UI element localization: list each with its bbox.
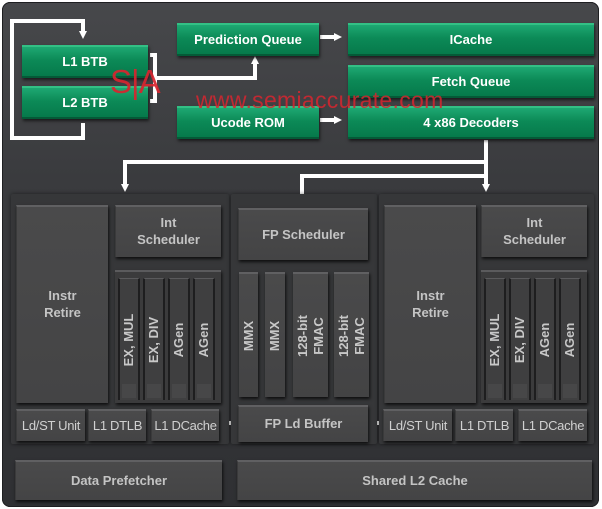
icache-label: ICache bbox=[449, 32, 493, 47]
data-prefetcher: Data Prefetcher bbox=[15, 460, 222, 500]
l2-btb-block: L2 BTB bbox=[22, 86, 148, 119]
ldst-unit-right-label: Ld/ST Unit bbox=[388, 417, 448, 433]
fp-scheduler-label: FP Scheduler bbox=[262, 226, 345, 242]
int-scheduler-right: Int Scheduler bbox=[481, 205, 587, 257]
instr-retire-right: Instr Retire bbox=[384, 205, 476, 403]
instr-retire-left: Instr Retire bbox=[16, 205, 108, 403]
ucode-rom-label: Ucode ROM bbox=[211, 115, 285, 130]
exec-unit-lane: AGen bbox=[168, 278, 190, 400]
fp-scheduler: FP Scheduler bbox=[238, 208, 368, 260]
l1-btb-label: L1 BTB bbox=[62, 54, 108, 69]
data-prefetcher-label: Data Prefetcher bbox=[70, 472, 168, 488]
l1-dcache-left-label: L1 DCache bbox=[154, 417, 217, 433]
exec-unit-lane: EX, DIV bbox=[509, 278, 531, 400]
btb-to-prediction-arrow bbox=[157, 56, 259, 80]
fp-unit-lane: MMX bbox=[265, 272, 285, 397]
shared-l2-cache-label: Shared L2 Cache bbox=[362, 472, 468, 488]
l1-dtlb-left: L1 DTLB bbox=[88, 409, 146, 441]
ucode-rom-block: Ucode ROM bbox=[177, 106, 319, 139]
fp-unit-label: 128-bit FMAC bbox=[294, 314, 326, 357]
l1-btb-block: L1 BTB bbox=[22, 45, 148, 78]
decoders-block: 4 x86 Decoders bbox=[348, 106, 594, 139]
ldst-unit-left: Ld/ST Unit bbox=[16, 409, 85, 441]
instr-retire-left-label: Instr Retire bbox=[44, 288, 81, 320]
exec-unit-label: AGen bbox=[170, 322, 186, 357]
fp-unit-label: MMX bbox=[266, 320, 282, 351]
exec-unit-lane: AGen bbox=[559, 278, 581, 400]
exec-unit-lane: AGen bbox=[534, 278, 556, 400]
int-exec-right: EX, MUL EX, DIV AGen AGen bbox=[481, 270, 587, 403]
fp-unit-lane: 128-bit FMAC bbox=[334, 272, 369, 397]
instr-retire-right-label: Instr Retire bbox=[412, 288, 449, 320]
exec-unit-label: EX, MUL bbox=[486, 313, 502, 366]
prediction-queue-label: Prediction Queue bbox=[194, 32, 302, 47]
l1-dtlb-left-label: L1 DTLB bbox=[92, 417, 143, 433]
ldst-unit-left-label: Ld/ST Unit bbox=[21, 417, 81, 433]
int-scheduler-left: Int Scheduler bbox=[115, 205, 221, 257]
prediction-queue-block: Prediction Queue bbox=[177, 23, 319, 56]
exec-unit-label: AGen bbox=[536, 322, 552, 357]
exec-unit-label: EX, MUL bbox=[120, 313, 136, 366]
fp-ld-buffer: FP Ld Buffer bbox=[238, 405, 368, 442]
exec-unit-lane: AGen bbox=[193, 278, 215, 400]
fp-ld-buffer-label: FP Ld Buffer bbox=[264, 416, 343, 432]
exec-unit-lane: EX, MUL bbox=[484, 278, 506, 400]
icache-block: ICache bbox=[348, 23, 594, 56]
dispatch-to-int-left-arrow bbox=[121, 140, 488, 192]
exec-unit-label: EX, DIV bbox=[145, 316, 161, 363]
l1-dcache-right: L1 DCache bbox=[518, 409, 587, 441]
fp-unit-lane: MMX bbox=[239, 272, 258, 397]
exec-unit-label: AGen bbox=[561, 322, 577, 357]
l1-dtlb-right-label: L1 DTLB bbox=[459, 417, 510, 433]
fetch-queue-block: Fetch Queue bbox=[348, 65, 594, 98]
int-scheduler-right-label: Int Scheduler bbox=[503, 215, 566, 247]
int-scheduler-left-label: Int Scheduler bbox=[137, 215, 200, 247]
fetch-queue-label: Fetch Queue bbox=[431, 74, 511, 89]
watermark-url: www.semiaccurate.com bbox=[196, 87, 444, 113]
btb-loop-arrow bbox=[10, 19, 87, 140]
fp-unit-label: 128-bit FMAC bbox=[335, 314, 367, 357]
exec-unit-label: EX, DIV bbox=[511, 316, 527, 363]
l2-btb-label: L2 BTB bbox=[62, 95, 108, 110]
decoders-label: 4 x86 Decoders bbox=[423, 115, 519, 130]
l1-dtlb-right: L1 DTLB bbox=[455, 409, 513, 441]
l1-dcache-left: L1 DCache bbox=[151, 409, 219, 441]
ldst-unit-right: Ld/ST Unit bbox=[383, 409, 452, 441]
btb-bracket bbox=[150, 53, 157, 103]
exec-unit-label: AGen bbox=[195, 322, 211, 357]
l1-dcache-right-label: L1 DCache bbox=[521, 417, 585, 433]
fp-unit-label: MMX bbox=[240, 320, 256, 351]
exec-unit-lane: EX, DIV bbox=[143, 278, 165, 400]
exec-unit-lane: EX, MUL bbox=[118, 278, 140, 400]
watermark-logo: S|A bbox=[110, 63, 161, 100]
fp-unit-lane: 128-bit FMAC bbox=[293, 272, 328, 397]
int-exec-left: EX, MUL EX, DIV AGen AGen bbox=[115, 270, 221, 403]
shared-l2-cache: Shared L2 Cache bbox=[237, 460, 592, 500]
